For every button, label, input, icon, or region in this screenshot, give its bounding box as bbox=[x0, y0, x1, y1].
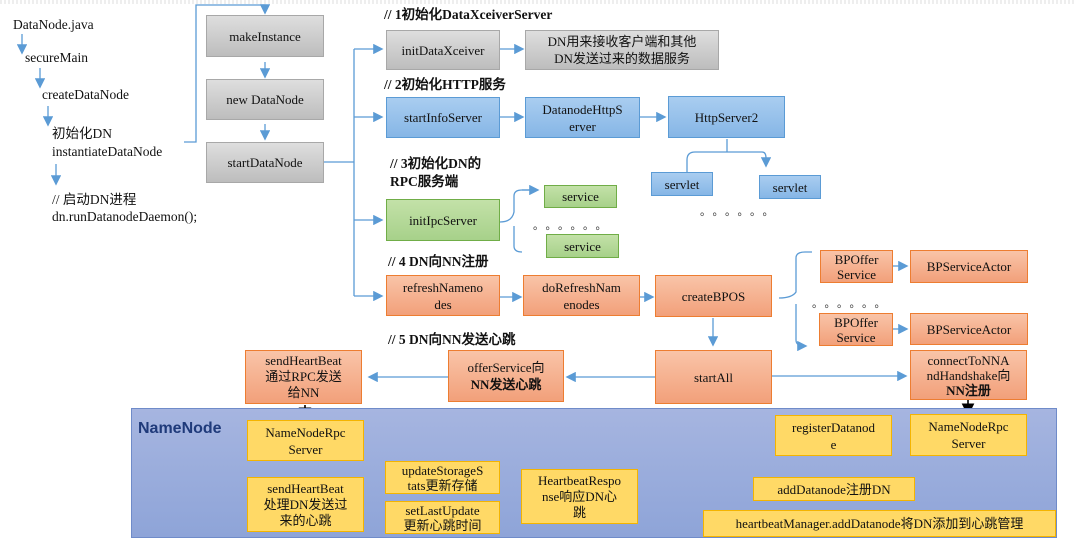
bpoffer-a-line2: Service bbox=[837, 266, 876, 282]
run-daemon-label: dn.runDatanodeDaemon(); bbox=[52, 209, 198, 224]
refresh-line1: refreshNameno bbox=[402, 279, 484, 295]
make-instance-box: makeInstance bbox=[206, 15, 324, 57]
namenode-title: NameNode bbox=[138, 420, 222, 437]
bpoffer-ellipsis: 。。。。。。 bbox=[812, 298, 893, 310]
heartbeat-manager-box: heartbeatManager.addDatanode将DN添加到心跳管理 bbox=[703, 510, 1056, 537]
section3-label-line2: RPC服务端 bbox=[390, 174, 459, 189]
desc-line1: DN用来接收客户端和其他 bbox=[547, 34, 697, 49]
register-line2: e bbox=[830, 436, 837, 452]
section3-label-line1: // 3初始化DN的 bbox=[390, 156, 482, 171]
resp-line3: 跳 bbox=[572, 504, 586, 520]
brace-servlets bbox=[686, 139, 766, 172]
arrow-init-makeinstance bbox=[184, 4, 271, 143]
send-hb-line3: 给NN bbox=[287, 385, 320, 400]
rpc-right-line2: Server bbox=[951, 436, 986, 451]
rpc-right-line1: NameNodeRpc bbox=[928, 419, 1009, 434]
bpoffer-service-box-b: BPOffer Service bbox=[819, 313, 893, 346]
do-refresh-namenodes-box: doRefreshNam enodes bbox=[523, 275, 640, 316]
send-heartbeat-nn-box: sendHeartBeat 处理DN发送过 来的心跳 bbox=[247, 477, 364, 532]
do-refresh-line2: enodes bbox=[563, 296, 600, 312]
brace-services bbox=[499, 189, 535, 253]
update-storage-stats-box: updateStorageS tats更新存储 bbox=[385, 461, 500, 494]
dhs-line1: DatanodeHttpS bbox=[542, 101, 623, 117]
servlet-box-a: servlet bbox=[651, 172, 713, 196]
connect-line2: ndHandshake向 bbox=[926, 367, 1011, 383]
start-datanode-box: startDataNode bbox=[206, 142, 324, 183]
http-server2-box: HttpServer2 bbox=[668, 96, 785, 138]
do-refresh-line1: doRefreshNam bbox=[542, 279, 621, 295]
service-box-b: service bbox=[546, 234, 619, 258]
resp-line1: HeartbeatRespo bbox=[537, 472, 622, 488]
start-info-server-box: startInfoServer bbox=[386, 97, 500, 138]
section1-label: // 1初始化DataXceiverServer bbox=[384, 7, 553, 22]
set-last-update-box: setLastUpdate 更新心跳时间 bbox=[385, 501, 500, 534]
connect-line3: NN注册 bbox=[946, 382, 991, 398]
offer-line1: offerService向 bbox=[467, 360, 545, 375]
new-datanode-box: new DataNode bbox=[206, 79, 324, 120]
bp-service-actor-box-b: BPServiceActor bbox=[910, 313, 1028, 345]
update-line2: tats更新存储 bbox=[407, 477, 478, 493]
connect-handshake-box: connectToNNA ndHandshake向 NN注册 bbox=[910, 350, 1027, 400]
init-data-xceiver-box: initDataXceiver bbox=[386, 30, 500, 70]
servlet-box-b: servlet bbox=[759, 175, 821, 199]
offer-service-box: offerService向 NN发送心跳 bbox=[448, 350, 564, 402]
nn-hb-line3: 来的心跳 bbox=[279, 512, 332, 528]
rpc-left-line1: NameNodeRpc bbox=[265, 424, 346, 440]
resp-line2: nse响应DN心 bbox=[541, 488, 618, 504]
create-bpos-box: createBPOS bbox=[655, 275, 772, 317]
update-line1: updateStorageS bbox=[401, 462, 484, 478]
section4-label: // 4 DN向NN注册 bbox=[388, 254, 489, 269]
bpoffer-service-box-a: BPOffer Service bbox=[820, 250, 893, 283]
section5-label: // 5 DN向NN发送心跳 bbox=[388, 332, 516, 347]
start-dn-comment: // 启动DN进程 bbox=[52, 192, 137, 207]
nn-hb-line2: 处理DN发送过 bbox=[263, 496, 348, 512]
refresh-line2: des bbox=[434, 296, 452, 312]
bpoffer-b-line2: Service bbox=[836, 329, 876, 345]
desc-line2: DN发送过来的数据服务 bbox=[554, 51, 690, 66]
send-hb-line1: sendHeartBeat bbox=[265, 353, 342, 368]
register-line1: registerDatanod bbox=[791, 419, 876, 435]
dhs-line2: erver bbox=[569, 118, 596, 134]
instantiate-datanode-label: instantiateDataNode bbox=[52, 144, 163, 159]
nn-hb-line1: sendHeartBeat bbox=[267, 480, 344, 496]
init-ipc-server-box: initIpcServer bbox=[386, 199, 500, 241]
namenode-rpc-server-right-box: NameNodeRpc Server bbox=[910, 414, 1027, 456]
rpc-left-line2: Server bbox=[288, 441, 323, 457]
add-datanode-box: addDatanode注册DN bbox=[753, 477, 915, 501]
brace-bpoffer bbox=[778, 251, 812, 346]
send-heartbeat-rpc-box: sendHeartBeat 通过RPC发送 给NN bbox=[245, 350, 362, 404]
init-dn-label: 初始化DN bbox=[52, 126, 112, 141]
datanode-http-server-box: DatanodeHttpS erver bbox=[525, 97, 640, 138]
service-ellipsis: 。。。。。。 bbox=[533, 220, 614, 232]
refresh-namenodes-box: refreshNameno des bbox=[386, 275, 500, 316]
datanode-java-label: DataNode.java bbox=[13, 17, 94, 32]
heartbeat-response-box: HeartbeatRespo nse响应DN心 跳 bbox=[521, 469, 638, 524]
start-all-box: startAll bbox=[655, 350, 772, 404]
namenode-rpc-server-left-box: NameNodeRpc Server bbox=[247, 420, 364, 461]
bp-service-actor-box-a: BPServiceActor bbox=[910, 250, 1028, 283]
connect-line1: connectToNNA bbox=[927, 352, 1010, 368]
bpoffer-b-line1: BPOffer bbox=[834, 314, 878, 330]
service-box-a: service bbox=[544, 185, 617, 208]
register-datanode-box: registerDatanod e bbox=[775, 415, 892, 456]
top-border bbox=[0, 0, 1075, 4]
data-service-desc-box: DN用来接收客户端和其他 DN发送过来的数据服务 bbox=[525, 30, 719, 70]
trunk-startdatanode bbox=[324, 49, 355, 296]
send-hb-line2: 通过RPC发送 bbox=[265, 369, 342, 384]
setlast-line2: 更新心跳时间 bbox=[403, 517, 482, 533]
servlet-ellipsis: 。。。。。。 bbox=[700, 206, 781, 218]
create-datanode-label: createDataNode bbox=[42, 87, 129, 102]
offer-line2: NN发送心跳 bbox=[470, 377, 542, 392]
secure-main-label: secureMain bbox=[25, 50, 88, 65]
bpoffer-a-line1: BPOffer bbox=[834, 251, 879, 267]
section2-label: // 2初始化HTTP服务 bbox=[384, 77, 506, 92]
setlast-line1: setLastUpdate bbox=[405, 502, 480, 518]
